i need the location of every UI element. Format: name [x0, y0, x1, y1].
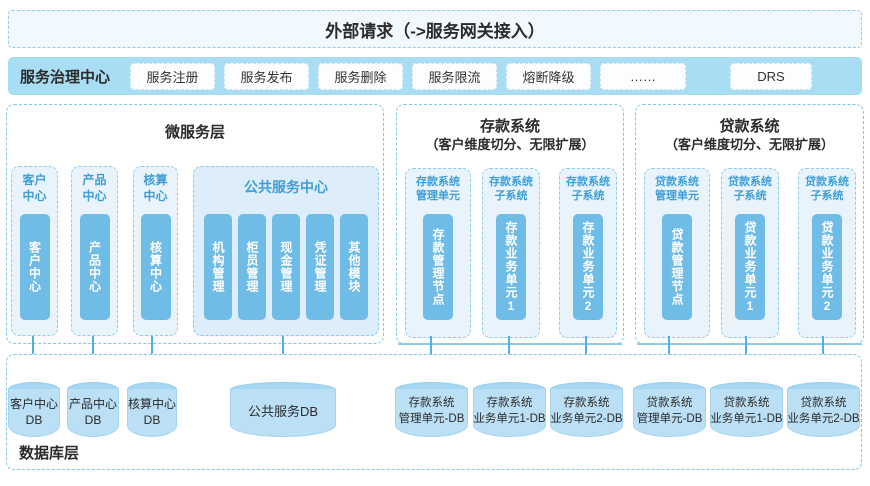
loan-subtitle: （客户维度切分、无限扩展）	[664, 137, 834, 153]
teller-management-bar: 柜员管理	[238, 214, 266, 320]
chip-service-register: 服务注册	[130, 62, 215, 90]
public-service-bars: 机构管理 柜员管理 现金管理 凭证管理 其他模块	[194, 214, 378, 320]
deposit-subsystem1-header: 存款系统 子系统	[489, 176, 533, 203]
accounting-center-bar: 核算中心	[140, 214, 171, 320]
public-service-center: 公共服务中心 机构管理 柜员管理 现金管理 凭证管理 其他模块	[193, 166, 379, 336]
column-product-center: 产品 中心 产品中心	[71, 166, 118, 336]
chip-service-ratelimit: 服务限流	[412, 62, 497, 90]
governance-chips: 服务注册 服务发布 服务删除 服务限流 熔断降级 …… DRS	[130, 62, 812, 90]
cylinder-body	[550, 389, 623, 437]
cylinder-body	[633, 389, 706, 437]
loan-bus-line	[637, 343, 862, 345]
banner-title: 外部请求（->服务网关接入）	[325, 21, 545, 41]
loan-biz-unit2-bar: 贷款业务单元2	[812, 214, 842, 320]
deposit-biz-unit2-bar: 存款业务单元2	[573, 214, 603, 320]
governance-label: 服务治理中心	[20, 68, 111, 86]
panel-microservices: 微服务层 客户 中心 客户中心 产品 中心 产品中心 核算 中心 核算中心 公共…	[6, 104, 384, 344]
loan-subsystem2-header: 贷款系统 子系统	[805, 176, 849, 203]
deposit-bus-line	[398, 343, 622, 345]
loan-subsystem1-column: 贷款系统 子系统 贷款业务单元1	[721, 168, 779, 338]
loan-mgmt-node-bar: 贷款管理节点	[662, 214, 692, 320]
column-customer-center: 客户 中心 客户中心	[11, 166, 58, 336]
cylinder-body	[473, 389, 546, 437]
voucher-management-bar: 凭证管理	[306, 214, 334, 320]
panel-deposit-system: 存款系统 （客户维度切分、无限扩展） 存款系统 管理单元 存款管理节点 存款系统…	[396, 104, 624, 344]
deposit-mgmt-unit-header: 存款系统 管理单元	[416, 176, 460, 203]
chip-drs: DRS	[730, 62, 812, 90]
column-accounting-center-header: 核算 中心	[143, 173, 168, 203]
public-service-center-title: 公共服务中心	[244, 179, 328, 195]
chip-service-delete: 服务删除	[318, 62, 403, 90]
deposit-mgmt-node-bar: 存款管理节点	[423, 214, 453, 320]
deposit-subsystem1-column: 存款系统 子系统 存款业务单元1	[482, 168, 540, 338]
external-request-banner: 外部请求（->服务网关接入）	[8, 10, 862, 48]
loan-mgmt-unit-column: 贷款系统 管理单元 贷款管理节点	[644, 168, 710, 338]
cylinder-deposit-biz-unit2-db: 存款系统业务单元2-DB	[550, 382, 623, 437]
org-management-bar: 机构管理	[204, 214, 232, 320]
loan-subsystem2-column: 贷款系统 子系统 贷款业务单元2	[798, 168, 856, 338]
deposit-title: 存款系统	[479, 118, 540, 135]
cylinder-loan-mgmt-unit-db: 贷款系统管理单元-DB	[633, 382, 706, 437]
microservices-title: 微服务层	[164, 124, 225, 141]
service-governance-bar: 服务治理中心 服务注册 服务发布 服务删除 服务限流 熔断降级 …… DRS	[8, 57, 862, 95]
loan-biz-unit1-bar: 贷款业务单元1	[735, 214, 765, 320]
cylinder-body	[395, 389, 468, 437]
deposit-subsystem2-column: 存款系统 子系统 存款业务单元2	[559, 168, 617, 338]
deposit-subtitle: （客户维度切分、无限扩展）	[425, 137, 595, 153]
cylinder-body	[230, 389, 336, 437]
loan-subsystem1-header: 贷款系统 子系统	[728, 176, 772, 203]
loan-title: 贷款系统	[719, 118, 780, 135]
database-layer-label: 数据库层	[19, 445, 80, 462]
cash-management-bar: 现金管理	[272, 214, 300, 320]
column-customer-center-header: 客户 中心	[22, 173, 47, 203]
cylinder-body	[787, 389, 860, 437]
cylinder-body	[8, 389, 60, 437]
deposit-subsystem2-header: 存款系统 子系统	[566, 176, 610, 203]
cylinder-body	[67, 389, 119, 437]
cylinder-body	[127, 389, 177, 437]
cylinder-deposit-biz-unit1-db: 存款系统业务单元1-DB	[473, 382, 546, 437]
panel-loan-system: 贷款系统 （客户维度切分、无限扩展） 贷款系统 管理单元 贷款管理节点 贷款系统…	[635, 104, 864, 344]
chip-ellipsis: ……	[600, 62, 686, 90]
cylinder-deposit-mgmt-unit-db: 存款系统管理单元-DB	[395, 382, 468, 437]
other-modules-bar: 其他模块	[340, 214, 368, 320]
deposit-biz-unit1-bar: 存款业务单元1	[496, 214, 526, 320]
loan-mgmt-unit-header: 贷款系统 管理单元	[655, 176, 699, 203]
cylinder-loan-biz-unit1-db: 贷款系统业务单元1-DB	[710, 382, 783, 437]
chip-circuit-breaker: 熔断降级	[506, 62, 591, 90]
cylinder-public-service-db: 公共服务DB	[230, 382, 336, 437]
cylinder-loan-biz-unit2-db: 贷款系统业务单元2-DB	[787, 382, 860, 437]
product-center-bar: 产品中心	[79, 214, 110, 320]
cylinder-body	[710, 389, 783, 437]
column-product-center-header: 产品 中心	[82, 173, 107, 203]
chip-service-publish: 服务发布	[224, 62, 309, 90]
deposit-mgmt-unit-column: 存款系统 管理单元 存款管理节点	[405, 168, 471, 338]
column-accounting-center: 核算 中心 核算中心	[133, 166, 178, 336]
customer-center-bar: 客户中心	[19, 214, 50, 320]
